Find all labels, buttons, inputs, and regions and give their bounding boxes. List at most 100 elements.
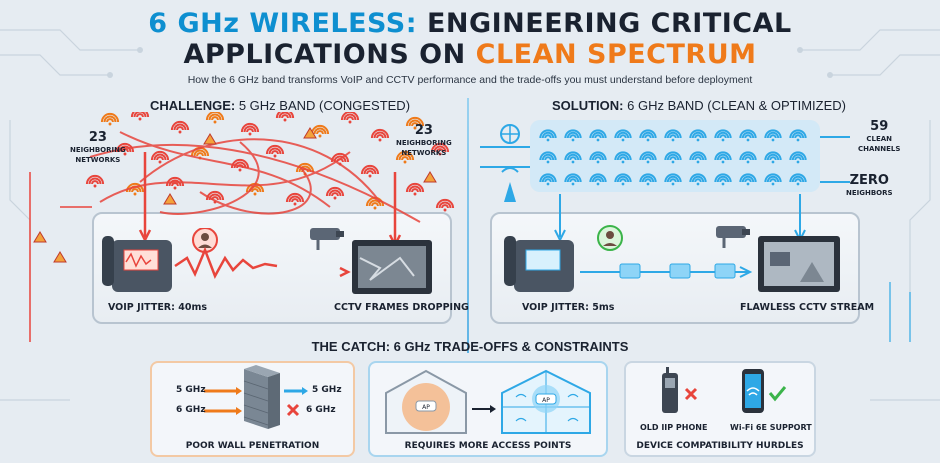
- solution-voip-caption: VOIP JITTER: 5ms: [522, 302, 615, 313]
- wifi-icon: [285, 192, 305, 206]
- title-line1-blue: 6 GHz WIRELESS:: [148, 8, 418, 39]
- wifi-icon: [360, 164, 380, 178]
- challenge-label-bold: CHALLENGE:: [150, 98, 236, 113]
- wifi-icon: [265, 144, 285, 158]
- clean-channels-label1: CLEAN: [866, 135, 893, 143]
- wifi-icon: [689, 173, 707, 186]
- wifi-icon: [714, 173, 732, 186]
- wifi-icon: [370, 128, 390, 142]
- warning-icons: [33, 127, 437, 263]
- wifi-icon: [664, 129, 682, 142]
- neighbors-left: 23 NEIGHBORING NETWORKS: [70, 131, 126, 165]
- solution-label-plain: 6 GHz BAND (CLEAN & OPTIMIZED): [627, 98, 846, 113]
- wifi-icon: [325, 186, 345, 200]
- device-diagram: [662, 367, 787, 413]
- interference-arcs: [89, 131, 421, 223]
- jitter-wave: [174, 246, 278, 279]
- catch-heading: THE CATCH: 6 GHz TRADE-OFFS & CONSTRAINT…: [311, 339, 629, 354]
- checkmark-icon: [768, 386, 787, 402]
- wall-in-5ghz: 5 GHz: [176, 385, 206, 395]
- ap-caption: REQUIRES MORE ACCESS POINTS: [404, 441, 572, 451]
- wifi-icon: [165, 176, 185, 190]
- neighbors-left-count: 23: [88, 130, 107, 145]
- wifi-icon: [714, 129, 732, 142]
- challenge-label-plain: 5 GHz BAND (CONGESTED): [238, 98, 411, 113]
- wifi-icon: [689, 129, 707, 142]
- wifi-icon: [365, 196, 385, 210]
- wifi-icon: [100, 112, 120, 126]
- access-points-panel: AP AP REQUIRES MORE ACCESS POINTS: [368, 361, 608, 457]
- wifi-icon: [589, 129, 607, 142]
- wifi-icon: [589, 173, 607, 186]
- device-caption: DEVICE COMPATIBILITY HURDLES: [636, 441, 804, 451]
- user-avatar-icon: [597, 225, 623, 251]
- title-line1-dark: ENGINEERING CRITICAL: [426, 8, 792, 39]
- monitor-icon: [352, 240, 432, 294]
- clean-signals: [480, 120, 911, 342]
- wifi-icon: [430, 142, 450, 156]
- wifi-icon: [789, 173, 807, 186]
- wall-in-6ghz: 6 GHz: [176, 405, 206, 415]
- center-divider: [467, 98, 469, 353]
- wifi-icon: [130, 112, 150, 121]
- data-packets: [619, 263, 736, 279]
- congested-wifi-icons: [85, 112, 455, 212]
- wifi-icon: [614, 151, 632, 164]
- challenge-devices: [102, 228, 432, 294]
- cctv-camera-icon: [716, 226, 750, 248]
- solution-label-bold: SOLUTION:: [552, 98, 624, 113]
- wifi-icon: [340, 112, 360, 124]
- wifi-icon: [589, 151, 607, 164]
- wifi-icon: [639, 151, 657, 164]
- wifi-icon: [764, 173, 782, 186]
- wifi-icon: [564, 151, 582, 164]
- zero-neighbors-label: NEIGHBORS: [846, 189, 893, 197]
- title-line2-dark: APPLICATIONS ON: [183, 39, 466, 70]
- neighbors-left-label1: NEIGHBORING: [70, 146, 126, 154]
- wifi-icon: [240, 122, 260, 136]
- cctv-camera-icon: [310, 228, 344, 250]
- clean-wifi-icons: [539, 129, 807, 186]
- wifi-icon: [614, 129, 632, 142]
- solution-label: SOLUTION: 6 GHz BAND (CLEAN & OPTIMIZED): [552, 98, 846, 113]
- brick-wall-icon: [243, 365, 280, 429]
- wifi-icon: [395, 150, 415, 164]
- smartphone-icon: [742, 369, 764, 413]
- wifi-icon: [714, 151, 732, 164]
- clean-channels-count: 59: [870, 119, 889, 134]
- wall-diagram: [204, 365, 308, 429]
- wifi-icon: [739, 173, 757, 186]
- wifi-icon: [739, 151, 757, 164]
- wifi-icon: [435, 198, 455, 212]
- zero-neighbors: ZERO NEIGHBORS: [846, 174, 893, 198]
- wifi-icon: [614, 173, 632, 186]
- challenge-cctv-caption: CCTV FRAMES DROPPING: [334, 302, 469, 313]
- wifi-icon: [789, 129, 807, 142]
- wifi-icon: [170, 120, 190, 134]
- ap-label-orange: AP: [422, 404, 430, 411]
- clean-channels-label2: CHANNELS: [858, 145, 901, 153]
- wifi-icon: [85, 174, 105, 188]
- wifi-icon: [405, 116, 425, 130]
- wifi6e-label: Wi-Fi 6E SUPPORT: [730, 423, 812, 432]
- wifi-icon: [150, 150, 170, 164]
- ap-diagram: AP AP: [385, 369, 591, 434]
- wifi-icon: [764, 151, 782, 164]
- wifi-icon: [764, 129, 782, 142]
- old-phone-label: OLD IIP PHONE: [640, 423, 708, 432]
- antenna-icon: [501, 167, 519, 202]
- neighbors-right-count: 23: [414, 123, 433, 138]
- wifi-icon: [564, 129, 582, 142]
- wifi-icon: [539, 173, 557, 186]
- desk-phone-icon: [102, 236, 172, 292]
- wall-penetration-panel: 5 GHz 6 GHz 5 GHz 6 GHz POOR WALL PENETR…: [150, 361, 355, 457]
- clean-channels: 59 CLEAN CHANNELS: [858, 120, 900, 154]
- wifi-icon: [539, 129, 557, 142]
- wifi-icon: [789, 151, 807, 164]
- challenge-label: CHALLENGE: 5 GHz BAND (CONGESTED): [150, 98, 410, 113]
- neighbors-left-label2: NETWORKS: [75, 156, 121, 164]
- solution-cctv-caption: FLAWLESS CCTV STREAM: [740, 302, 875, 313]
- desk-phone-icon: [504, 236, 574, 292]
- wifi-icon: [664, 151, 682, 164]
- house-single-ap-icon: AP: [385, 369, 467, 434]
